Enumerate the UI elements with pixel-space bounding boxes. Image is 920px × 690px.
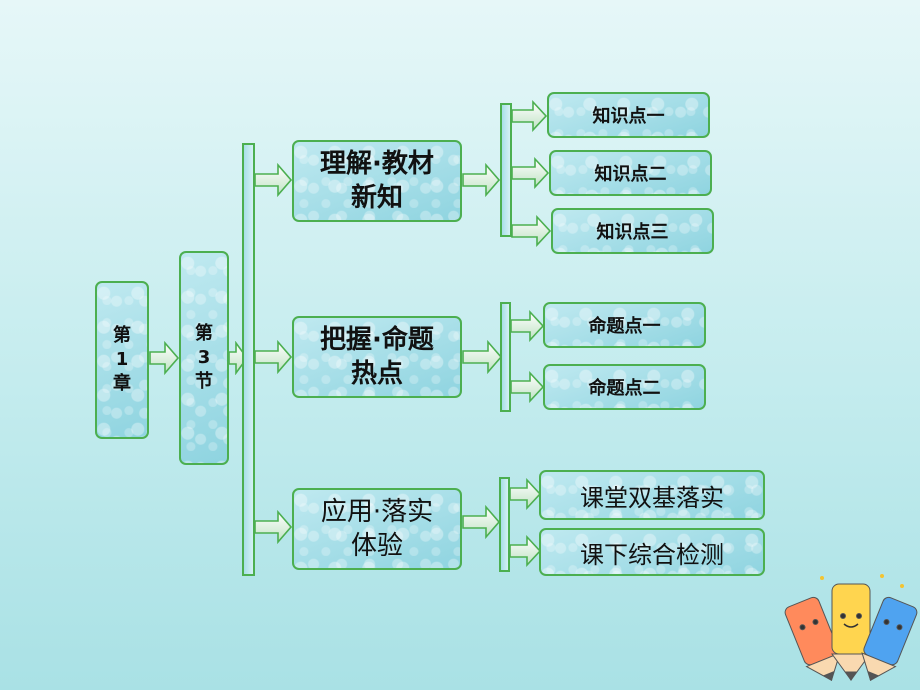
group-box-2[interactable]: 把握·命题 热点: [292, 316, 462, 398]
chapter-label-1: 第: [113, 325, 131, 346]
item-1-3[interactable]: 知识点三: [551, 208, 714, 254]
group-box-1[interactable]: 理解·教材 新知: [292, 140, 462, 222]
chapter-label-3: 章: [113, 373, 131, 394]
group-3-title-line-2: 体验: [350, 531, 403, 561]
arrow-group-1-to-bar: [462, 163, 500, 197]
arrow-to-group-1: [254, 163, 292, 197]
item-2-2-label: 命题点二: [588, 378, 661, 399]
arrow-section-to-bar: [228, 341, 248, 375]
arrow-to-group-2: [254, 340, 292, 374]
arrow-to-item-2-1: [510, 310, 544, 342]
item-2-1-label: 命题点一: [588, 316, 661, 337]
item-3-1-label: 课堂双基落实: [580, 483, 724, 512]
arrow-to-item-1-2: [511, 157, 549, 189]
section-box[interactable]: 第 3 节: [179, 251, 229, 465]
section-label-2: 3: [197, 347, 211, 368]
item-3-1[interactable]: 课堂双基落实: [539, 470, 765, 520]
group-2-title-line-2: 热点: [350, 359, 403, 389]
item-2-1[interactable]: 命题点一: [543, 302, 706, 348]
item-3-2-label: 课下综合检测: [580, 540, 724, 569]
item-2-2[interactable]: 命题点二: [543, 364, 706, 410]
arrow-to-group-3: [254, 510, 292, 544]
chapter-label-2: 1: [115, 349, 129, 370]
arrow-to-item-1-3: [511, 215, 551, 247]
group-1-title-line-2: 新知: [350, 183, 403, 213]
main-bracket-bar: [242, 143, 255, 576]
arrow-chapter-to-section: [149, 341, 179, 375]
item-1-2-label: 知识点二: [594, 164, 667, 185]
pencils-icon: [784, 574, 918, 682]
chapter-box[interactable]: 第 1 章: [95, 281, 149, 439]
group-1-bracket-bar: [500, 103, 512, 237]
arrow-to-item-2-2: [510, 371, 544, 403]
item-1-1-label: 知识点一: [592, 106, 665, 127]
arrow-to-item-3-2: [509, 535, 541, 567]
section-label-1: 第: [195, 323, 213, 344]
arrow-to-item-3-1: [509, 478, 541, 510]
item-1-1[interactable]: 知识点一: [547, 92, 710, 138]
group-3-title-line-1: 应用·落实: [320, 497, 434, 527]
item-1-2[interactable]: 知识点二: [549, 150, 712, 196]
item-1-3-label: 知识点三: [596, 222, 669, 243]
arrow-to-item-1-1: [511, 100, 547, 132]
arrow-group-2-to-bar: [462, 340, 502, 374]
group-3-bracket-bar: [499, 477, 510, 572]
section-label-3: 节: [195, 371, 213, 392]
item-3-2[interactable]: 课下综合检测: [539, 528, 765, 576]
arrow-group-3-to-bar: [462, 505, 500, 539]
group-1-title-line-1: 理解·教材: [320, 149, 434, 179]
group-2-bracket-bar: [500, 302, 511, 412]
group-box-3[interactable]: 应用·落实 体验: [292, 488, 462, 570]
group-2-title-line-1: 把握·命题: [320, 325, 434, 355]
